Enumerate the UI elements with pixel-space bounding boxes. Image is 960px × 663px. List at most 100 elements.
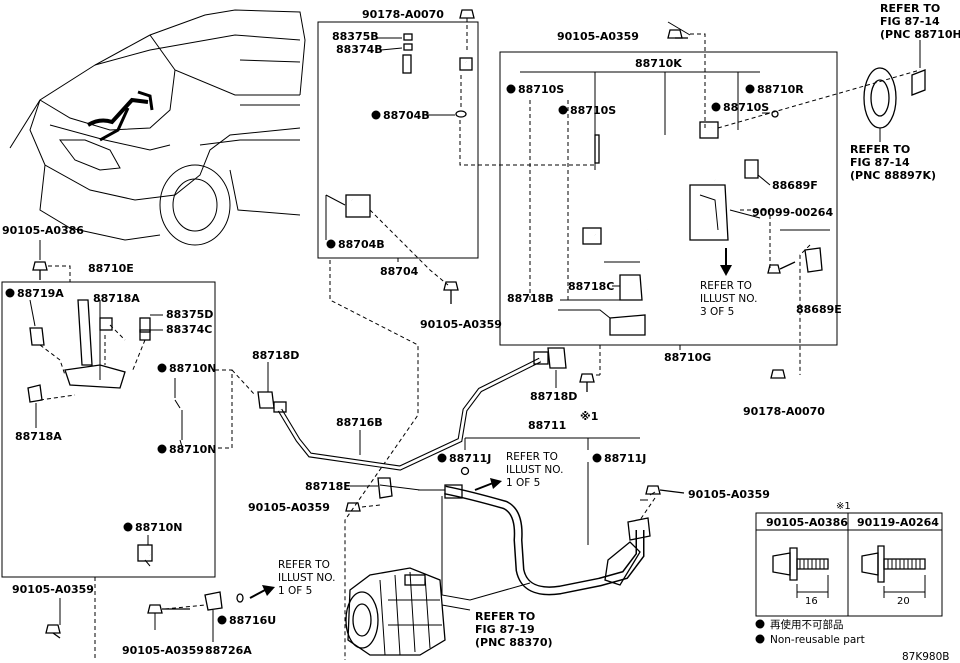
non-reusable-dot-88710s-3 (711, 102, 721, 112)
clip-88718e (377, 477, 393, 499)
table-dim2: 20 (897, 596, 910, 607)
legend-jp: 再使用不可部品 (770, 618, 844, 631)
label-88718b: 88718B (507, 292, 554, 305)
label-88710n-1: 88710N (169, 362, 216, 375)
non-reusable-dot-88711j-1 (437, 453, 447, 463)
sensor-88726a (204, 591, 223, 611)
bolt-90099 (767, 261, 796, 274)
label-88711j-2: 88711J (604, 452, 646, 465)
label-88374b: 88374B (336, 43, 383, 56)
label-88711: 88711 (528, 419, 566, 432)
bolt-90105-a0386 (32, 261, 48, 280)
label-90178-a0070-top: 90178-A0070 (362, 8, 444, 21)
non-reusable-dot-88710s-2 (558, 105, 568, 115)
label-88718d-1: 88718D (252, 349, 299, 362)
refer-8714h-l3: (PNC 88710H) (880, 28, 960, 41)
label-88375d: 88375D (166, 308, 213, 321)
box-88704 (317, 21, 479, 259)
pipe-88716b (273, 347, 567, 471)
label-90105-a0359-bottommid: 90105-A0359 (122, 644, 204, 657)
refer-8714h-l2: FIG 87-14 (880, 15, 940, 28)
box-88710k (499, 51, 838, 346)
table-col2: 90119-A0264 (857, 516, 939, 529)
non-reusable-dot-88710n-1 (157, 363, 167, 373)
label-90105-a0359-topright: 90105-A0359 (557, 30, 639, 43)
arrow-refer-3of5 (720, 248, 732, 276)
label-88710k: 88710K (635, 57, 682, 70)
label-90099-00264: 90099-00264 (752, 206, 833, 219)
bolt-90105-a0359-mid (443, 281, 459, 304)
refer-3of5-l2: ILLUST NO. (700, 293, 757, 305)
bolt-90105-bottomleft (45, 624, 61, 639)
legend-dot-jp (755, 619, 765, 629)
refer-1of5-bl-l2: ILLUST NO. (278, 572, 335, 584)
label-88689f: 88689F (772, 179, 818, 192)
non-reusable-dot-88704b-b (326, 239, 336, 249)
label-88704b-b: 88704B (338, 238, 385, 251)
bolt-90178-top (459, 9, 475, 19)
label-88726a: 88726A (205, 644, 252, 657)
label-88704: 88704 (380, 265, 419, 278)
label-mark1: ※1 (580, 410, 598, 423)
bolt-90105-left1 (345, 502, 361, 512)
compressor (345, 567, 446, 656)
non-reusable-dot-88710n-2 (157, 444, 167, 454)
non-reusable-dot-88719a (5, 288, 15, 298)
label-88718a-2: 88718A (15, 430, 62, 443)
refer-8719-l1: REFER TO (475, 610, 535, 623)
refer-8719-l3: (PNC 88370) (475, 636, 553, 649)
table-mark: ※1 (836, 501, 851, 512)
bolt-spec-table: ※1 90105-A0386 90119-A0264 16 20 (755, 501, 943, 617)
refer-8714k-l2: FIG 87-14 (850, 156, 910, 169)
non-reusable-dot-88716u (217, 615, 227, 625)
refer-8714h-l1: REFER TO (880, 2, 940, 15)
non-reusable-dot-88710n-3 (123, 522, 133, 532)
bracket-88689e (804, 247, 823, 273)
bolt-90105-right2 (645, 485, 685, 495)
refer-8714k-l3: (PNC 88897K) (850, 169, 936, 182)
label-90105-a0386: 90105-A0386 (2, 224, 84, 237)
label-88710g: 88710G (664, 351, 711, 364)
label-88375b: 88375B (332, 30, 379, 43)
refer-3of5-l1: REFER TO (700, 280, 752, 292)
non-reusable-dot-88711j-2 (592, 453, 602, 463)
box-88710e (1, 281, 216, 578)
label-88710s-1: 88710S (518, 83, 564, 96)
label-88718a-1: 88718A (93, 292, 140, 305)
label-90105-a0359-left1: 90105-A0359 (248, 501, 330, 514)
table-dim1: 16 (805, 596, 818, 607)
bolt-90105-topright (667, 29, 688, 39)
refer-1of5-mid-l1: REFER TO (506, 451, 558, 463)
label-88689e: 88689E (796, 303, 842, 316)
label-88711j-1: 88711J (449, 452, 491, 465)
label-90178-a0070-right: 90178-A0070 (743, 405, 825, 418)
diagram-id: 87K980B (902, 651, 950, 663)
bolt-mark1 (579, 373, 595, 392)
vehicle-sketch (9, 9, 306, 246)
non-reusable-dot-88710r (745, 84, 755, 94)
refer-1of5-mid-l2: ILLUST NO. (506, 464, 563, 476)
legend-en: Non-reusable part (770, 634, 865, 646)
non-reusable-dot-88710s-1 (506, 84, 516, 94)
label-88716u: 88716U (229, 614, 276, 627)
label-88710s-2: 88710S (570, 104, 616, 117)
refer-3of5-l3: 3 OF 5 (700, 306, 734, 318)
arrow-refer-1of5-bottom (249, 585, 275, 599)
label-90105-a0359-bottomleft: 90105-A0359 (12, 583, 94, 596)
clamp-88718d-left (257, 391, 275, 409)
label-88710n-3: 88710N (135, 521, 182, 534)
label-88704b-a: 88704B (383, 109, 430, 122)
label-88716b: 88716B (336, 416, 383, 429)
refer-8714k-l1: REFER TO (850, 143, 910, 156)
label-88718e: 88718E (305, 480, 351, 493)
label-88374c: 88374C (166, 323, 212, 336)
refer-8719-l2: FIG 87-19 (475, 623, 535, 636)
refer-1of5-bl-l1: REFER TO (278, 559, 330, 571)
refer-1of5-mid-l3: 1 OF 5 (506, 477, 540, 489)
label-88719a: 88719A (17, 287, 64, 300)
non-reusable-dot-88704b-a (371, 110, 381, 120)
label-90105-a0359-right2: 90105-A0359 (688, 488, 770, 501)
hose-88711 (444, 484, 651, 596)
label-88710r: 88710R (757, 83, 804, 96)
